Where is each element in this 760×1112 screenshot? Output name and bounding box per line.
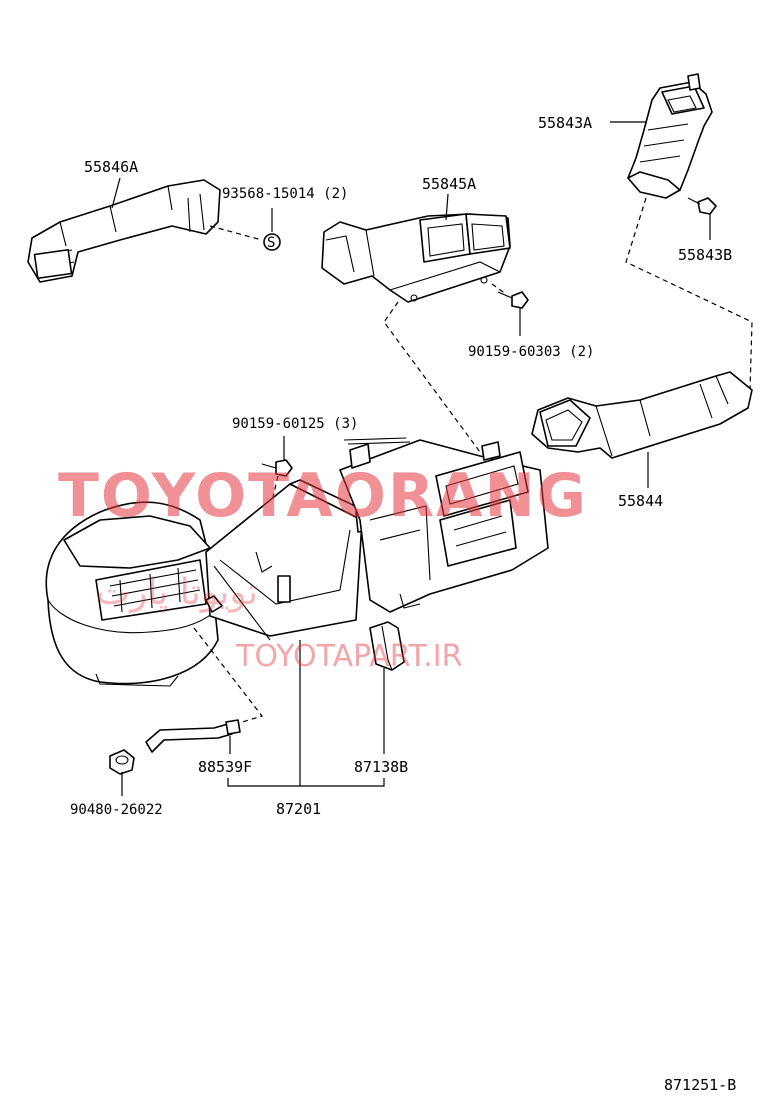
label-87201: 87201 [276, 800, 321, 818]
label-55843B: 55843B [678, 246, 732, 264]
label-55846A: 55846A [84, 158, 138, 176]
screw-90159-60125-icon [261, 459, 293, 477]
watermark-url: TOYOTAPART.IR [235, 639, 462, 674]
leader-55846A [111, 177, 121, 209]
watermark-persian: تویوتا پارت [96, 572, 258, 613]
s-mark: S [267, 235, 275, 251]
duct-55844 [531, 371, 753, 459]
label-87138B: 87138B [354, 758, 408, 776]
watermark-main: TOYOTAORANG [58, 461, 588, 531]
duct-55846A [27, 179, 221, 283]
dash-93568 [209, 225, 263, 241]
duct-55845A [321, 213, 511, 303]
grommet-90480-26022-icon [109, 749, 135, 775]
label-90480-26022: 90480-26022 [70, 802, 163, 818]
figure-id: 871251-B [664, 1076, 736, 1094]
label-88539F: 88539F [198, 758, 252, 776]
part-87138B [369, 621, 405, 671]
evaporator-unit [339, 437, 549, 613]
label-90159-60303: 90159-60303 (2) [468, 344, 594, 360]
hose-88539F [145, 719, 241, 753]
group-bracket-87201 [227, 778, 385, 787]
label-55844: 55844 [618, 492, 663, 510]
clip-93568-icon [263, 233, 281, 251]
clip-55843B-icon [687, 197, 717, 215]
dash-90159-60303 [491, 283, 507, 295]
blower-housing [45, 501, 219, 687]
duct-55843A [627, 73, 713, 199]
leader-55845A [445, 193, 449, 221]
dash-55845A [383, 301, 481, 453]
label-90159-60125: 90159-60125 (3) [232, 416, 358, 432]
dash-55843A-55844 [625, 197, 753, 391]
label-55845A: 55845A [422, 175, 476, 193]
dash-88539F [193, 627, 264, 725]
label-55843A: 55843A [538, 114, 592, 132]
screw-90159-60303-icon [497, 291, 529, 309]
label-93568-15014: 93568-15014 (2) [222, 186, 348, 202]
